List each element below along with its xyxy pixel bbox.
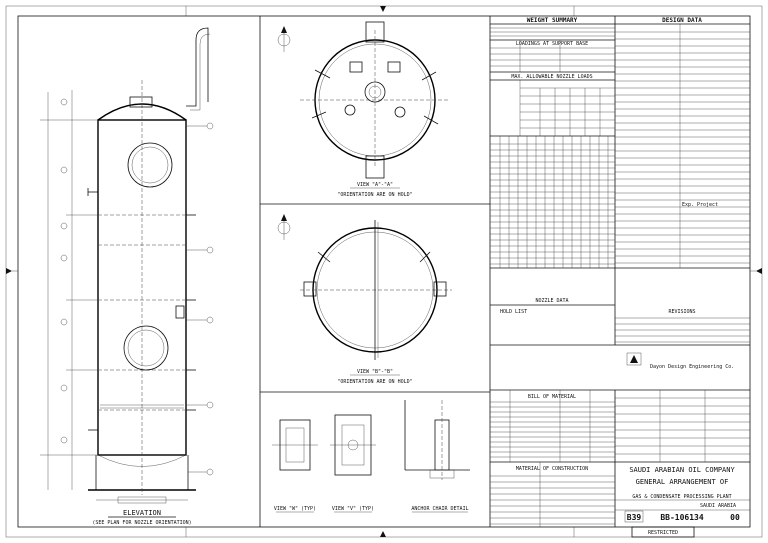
loadings-header: LOADINGS AT SUPPORT BASE [516,41,588,47]
view-v-title: VIEW "V" (TYP) [332,506,374,512]
drawing-number: BB-106134 [660,513,704,522]
company-name: Dayon Design Engineering Co. [650,364,734,370]
view-a-title: VIEW "A"-"A" [357,182,393,188]
elevation-title: ELEVATION [123,509,161,517]
design-data-header: DESIGN DATA [662,17,702,24]
right-panel: WEIGHT SUMMARY DESIGN DATA LOADINGS AT S… [490,16,750,527]
elevation-view: ELEVATION (SEE PLAN FOR NOZZLE ORIENTATI… [40,27,214,526]
owner-name: SAUDI ARABIAN OIL COMPANY [629,466,735,474]
drawing-title-2: GAS & CONDENSATE PROCESSING PLANT [632,494,731,500]
materials-header: MATERIAL OF CONSTRUCTION [516,466,588,472]
location: SAUDI ARABIA [700,503,736,509]
detail-views: VIEW "W" (TYP) VIEW "V" (TYP) ANCHOR CHA… [272,400,470,513]
elevation-subtitle: (SEE PLAN FOR NOZZLE ORIENTATION) [92,520,191,526]
view-b-title: VIEW "B"-"B" [357,369,393,375]
plant-number: B39 [627,513,642,522]
view-b-b: VIEW "B"-"B" "ORIENTATION ARE ON HOLD" [277,214,452,385]
restricted-stamp: RESTRICTED [648,530,678,536]
view-a-note: "ORIENTATION ARE ON HOLD" [337,192,412,198]
weight-summary-header: WEIGHT SUMMARY [527,17,578,24]
nozzle-data-header: NOZZLE DATA [535,298,568,304]
title-block: SAUDI ARABIAN OIL COMPANY GENERAL ARRANG… [615,466,750,538]
view-a-a: VIEW "A"-"A" "ORIENTATION ARE ON HOLD" [277,21,450,198]
hold-list-header: HOLD LIST [500,309,527,315]
drawing-title-1: GENERAL ARRANGEMENT OF [636,478,729,486]
view-b-note: "ORIENTATION ARE ON HOLD" [337,379,412,385]
table-grid [490,24,750,527]
anchor-detail-title: ANCHOR CHAIR DETAIL [411,506,468,512]
project-name: Exp. Project [682,202,718,208]
revisions-header: REVISIONS [668,309,695,315]
nozzle-loads-header: MAX. ALLOWABLE NOZZLE LOADS [511,74,592,80]
revision-number: 00 [730,513,740,522]
company-block: Dayon Design Engineering Co. Exp. Projec… [626,202,734,370]
view-w-title: VIEW "W" (TYP) [274,506,316,512]
bom-header: BILL OF MATERIAL [528,394,576,400]
